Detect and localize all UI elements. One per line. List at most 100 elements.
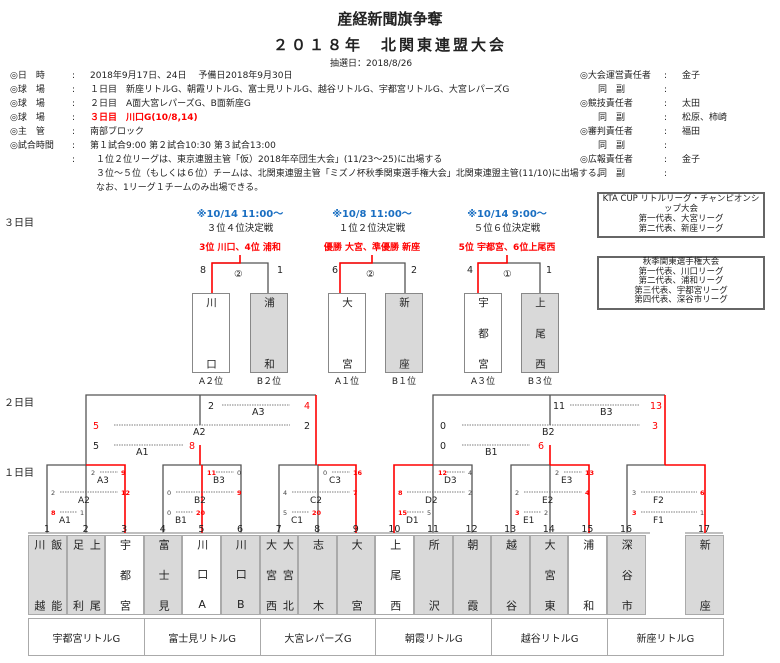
team-cell: 志木 [298,535,337,615]
match-time: ※10/14 9:00～ [467,209,547,220]
info-colon: : [72,127,76,137]
team-number: 4 [160,524,166,535]
day1-score: 2 [544,509,548,517]
team-name: 川越 [32,539,46,611]
info-colon: : [72,99,76,109]
kanto-line: 第三代表、宇都宮リーグ [634,285,728,296]
official-colon: : [664,85,668,95]
match-title: ３位４位決定戦 [206,223,274,234]
official-role: 同 副 [598,113,626,123]
info-label: ◎日 時 [10,71,45,81]
team-name: 所沢 [427,539,441,611]
info-value: なお、1リーグ１チームのみ出場できる。 [96,183,264,193]
finalist-team: 宇都宮 [477,297,489,369]
team-cell: 川口A [182,535,221,615]
match-result: 3位 川口、4位 浦和 [199,243,281,253]
team-name: 富士見 [157,539,171,611]
day1-score: 7 [353,489,358,497]
info-value: １位２位リーグは、東京連盟主管「仮）2018年卒団生大会」(11/23～25)に… [96,155,443,165]
finalist-team: 大宮 [341,297,353,369]
day1-game-label: B1 [175,516,187,526]
day1-score: 2 [515,489,519,497]
team-name: 深谷市 [620,539,634,611]
day1-score: 15 [398,509,408,517]
day2-score: 2 [208,401,214,412]
finalist-team: 浦和 [263,297,275,369]
team-cell: 宇都宮 [105,535,144,615]
day1-score: 3 [632,489,636,497]
info-value: ２日目 A面大宮レパーズG、B面新座G [90,99,251,109]
team-number: 6 [237,524,243,535]
day2-game-label: B3 [600,407,613,418]
day2-game-label: A3 [252,407,265,418]
venue-cell: 富士見リトルG [143,618,261,656]
day1-score: 0 [167,509,171,517]
team-name: 足利 [71,539,85,611]
team-cell: 大宮西大宮北 [259,535,299,615]
kanto-championship-box: 秋季関東選手権大会 第一代表、川口リーグ 第二代表、浦和リーグ 第三代表、宇都宮… [597,256,765,310]
team-cell: 朝霞 [452,535,492,615]
team-name: 上尾 [88,539,102,611]
team-cell: 富士見 [143,535,183,615]
info-value: 2018年9月17日、24日 予備日2018年9月30日 [90,71,293,81]
kta-cup-box: KTA CUP リトルリーグ・チャンピオンシップ大会 第一代表、大宮リーグ 第二… [597,192,765,238]
team-cell: 大宮東 [529,535,569,615]
page-title: 産経新聞旗争奪 [337,10,443,28]
team-cell: 上尾西 [375,535,414,615]
day1-game-label: E2 [542,496,553,506]
team-name: 大宮 [350,539,364,611]
day1-score: 13 [585,469,594,477]
info-label: ◎試合時間 [10,141,54,151]
kanto-line: 第一代表、川口リーグ [638,266,724,277]
team-name: 朝霞 [465,539,479,611]
day3-game-number: ② [366,269,375,280]
day1-score: 11 [207,469,217,477]
team-name: 大宮東 [543,539,557,611]
kta-cup-line: 第一代表、大宮リーグ [638,214,724,224]
team-cell: 所沢 [414,535,453,615]
day1-game-label: E1 [523,516,534,526]
day1-game-label: D1 [406,516,419,526]
day1-game-label: D2 [425,496,438,506]
seed-label: B１位 [391,377,417,387]
kta-cup-title: KTA CUP リトルリーグ・チャンピオンシップ大会 [602,194,760,214]
kanto-line: 第二代表、浦和リーグ [638,276,724,286]
team-number: 3 [121,524,127,535]
day2-score: 4 [304,401,310,412]
team-number: 9 [353,524,359,535]
venue-cell: 朝霞リトルG [375,618,493,656]
day2-score: 8 [189,441,195,452]
day3-score: 8 [200,265,206,276]
info-colon: : [72,85,76,95]
finalist-team-box: 宇都宮 [464,293,502,373]
info-colon: : [72,113,76,123]
day1-game-label: B3 [213,476,225,486]
day3-score: 1 [546,265,552,276]
seed-label: A３位 [470,377,496,387]
day1-game-label: F2 [653,496,664,506]
team-name: 新座 [698,539,712,611]
day1-score: 8 [51,509,56,517]
team-cell: 越谷 [491,535,530,615]
team-number: 10 [388,524,400,535]
day2-score: 0 [440,441,446,452]
day2-score: 6 [538,441,544,452]
day2-score: 13 [650,401,662,412]
day3-game-number: ② [234,269,243,280]
day1-game-label: A3 [97,476,109,486]
team-cell: 浦和 [568,535,607,615]
team-cell: 新座 [685,535,724,615]
official-colon: : [664,141,668,151]
finalist-team-box: 上尾西 [521,293,559,373]
team-number: 1 [44,524,50,535]
day1-score: 2 [91,469,95,477]
info-value: 第１試合9:00 第２試合10:30 第３試合13:00 [90,141,276,151]
kanto-title: 秋季関東選手権大会 [642,257,720,267]
team-cell: 深谷市 [607,535,646,615]
venue-cell: 宇都宮リトルG [28,618,145,656]
day1-score: 2 [468,489,472,497]
official-name: 松原、柿崎 [682,113,728,123]
team-name: 川口A [195,539,209,611]
day1-score: 1 [700,509,704,517]
day1-game-label: C1 [291,516,303,526]
